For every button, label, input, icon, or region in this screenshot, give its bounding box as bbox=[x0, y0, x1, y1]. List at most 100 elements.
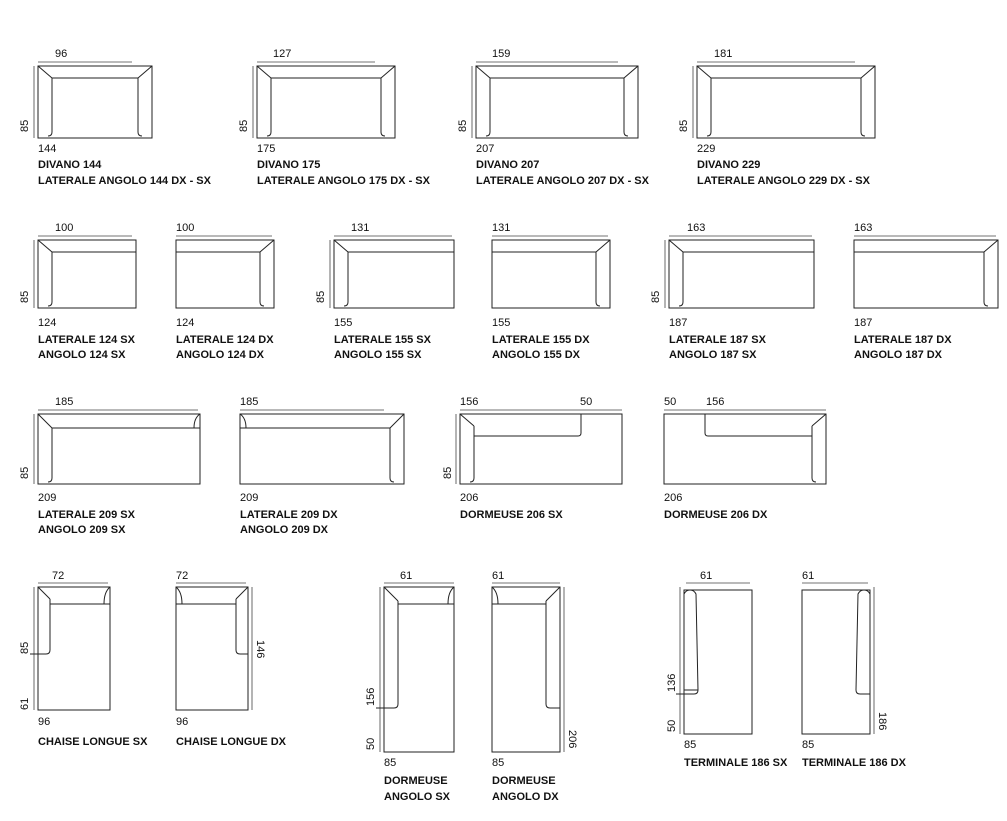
dim-left: 156 bbox=[365, 688, 377, 706]
dim-top: 72 bbox=[52, 570, 64, 582]
module-label: LATERALE 155 SX bbox=[334, 334, 432, 346]
dim-top: 156 bbox=[460, 396, 478, 408]
module-label: DORMEUSE bbox=[492, 775, 556, 787]
dim-bottom: 206 bbox=[460, 492, 478, 504]
dim-bottom: 96 bbox=[38, 716, 50, 728]
dim-bottom: 155 bbox=[334, 317, 352, 329]
dim-top: 131 bbox=[351, 222, 369, 234]
module-laterale-124-dx: 100 124 LATERALE 124 DX ANGOLO 124 DX bbox=[175, 222, 275, 361]
module-label: ANGOLO 187 DX bbox=[854, 349, 943, 361]
module-label: ANGOLO 209 SX bbox=[38, 524, 126, 536]
module-label: DORMEUSE 206 SX bbox=[460, 509, 563, 521]
module-label: DORMEUSE bbox=[384, 775, 448, 787]
module-label: LATERALE 187 DX bbox=[854, 334, 952, 346]
dim-left-secondary: 50 bbox=[666, 720, 678, 732]
module-label: CHAISE LONGUE DX bbox=[176, 736, 287, 748]
dim-bottom: 85 bbox=[684, 739, 696, 751]
module-divano-175: 127 85 175 DIVANO 175 LATERALE ANGOLO 17… bbox=[238, 48, 431, 187]
dim-bottom: 229 bbox=[697, 143, 715, 155]
module-label: DIVANO 229 bbox=[697, 159, 760, 171]
dim-left: 85 bbox=[238, 120, 250, 132]
module-label: ANGOLO 187 SX bbox=[669, 349, 757, 361]
dim-right: 186 bbox=[876, 712, 888, 730]
module-label: LATERALE 209 SX bbox=[38, 509, 136, 521]
dim-left: 85 bbox=[650, 291, 662, 303]
module-dormeuse-206-sx: 156 50 85 206 DORMEUSE 206 SX bbox=[442, 396, 623, 521]
module-divano-207: 159 85 207 DIVANO 207 LATERALE ANGOLO 20… bbox=[457, 48, 650, 187]
dim-bottom: 207 bbox=[476, 143, 494, 155]
dim-left: 85 bbox=[19, 120, 31, 132]
module-label: CHAISE LONGUE SX bbox=[38, 736, 148, 748]
dim-left: 85 bbox=[19, 467, 31, 479]
dim-bottom: 187 bbox=[854, 317, 872, 329]
module-label: ANGOLO 124 DX bbox=[176, 349, 265, 361]
dim-left-secondary: 61 bbox=[19, 698, 31, 710]
module-dormeuse-206-dx: 50 156 206 DORMEUSE 206 DX bbox=[663, 396, 827, 521]
module-laterale-209-dx: 185 209 LATERALE 209 DX ANGOLO 209 DX bbox=[239, 396, 405, 536]
dim-left: 85 bbox=[442, 467, 454, 479]
dim-left-secondary: 50 bbox=[365, 738, 377, 750]
module-label: LATERALE ANGOLO 229 DX - SX bbox=[697, 175, 871, 187]
module-label: DIVANO 175 bbox=[257, 159, 320, 171]
dim-bottom: 96 bbox=[176, 716, 188, 728]
dim-top: 185 bbox=[55, 396, 73, 408]
dim-bottom: 124 bbox=[38, 317, 56, 329]
module-dormeuse-angolo-dx: 61 206 85 DORMEUSE ANGOLO DX bbox=[491, 570, 578, 803]
module-laterale-187-sx: 163 85 187 LATERALE 187 SX ANGOLO 187 SX bbox=[650, 222, 815, 361]
dim-top-secondary: 50 bbox=[580, 396, 592, 408]
module-label: LATERALE ANGOLO 144 DX - SX bbox=[38, 175, 212, 187]
dim-bottom: 85 bbox=[802, 739, 814, 751]
dim-top: 61 bbox=[400, 570, 412, 582]
dim-top: 127 bbox=[273, 48, 291, 60]
dim-top: 96 bbox=[55, 48, 67, 60]
module-label: LATERALE 124 DX bbox=[176, 334, 274, 346]
module-chaise-sx: 72 85 61 96 CHAISE LONGUE SX bbox=[19, 570, 148, 748]
dim-bottom: 209 bbox=[38, 492, 56, 504]
dim-bottom: 175 bbox=[257, 143, 275, 155]
dim-top-secondary: 156 bbox=[706, 396, 724, 408]
dim-top: 72 bbox=[176, 570, 188, 582]
module-label: LATERALE 209 DX bbox=[240, 509, 338, 521]
module-terminale-186-dx: 61 186 85 TERMINALE 186 DX bbox=[801, 570, 907, 769]
module-laterale-209-sx: 185 85 209 LATERALE 209 SX ANGOLO 209 SX bbox=[19, 396, 201, 536]
dim-bottom: 155 bbox=[492, 317, 510, 329]
module-label: ANGOLO 124 SX bbox=[38, 349, 126, 361]
dim-top: 185 bbox=[240, 396, 258, 408]
module-label: TERMINALE 186 DX bbox=[802, 757, 907, 769]
dim-left: 85 bbox=[678, 120, 690, 132]
module-label: TERMINALE 186 SX bbox=[684, 757, 788, 769]
dim-left: 85 bbox=[457, 120, 469, 132]
dim-top: 50 bbox=[664, 396, 676, 408]
dim-top: 163 bbox=[854, 222, 872, 234]
dim-bottom: 85 bbox=[492, 757, 504, 769]
module-label: ANGOLO 209 DX bbox=[240, 524, 329, 536]
module-divano-229: 181 85 229 DIVANO 229 LATERALE ANGOLO 22… bbox=[678, 48, 876, 187]
module-label: DIVANO 207 bbox=[476, 159, 539, 171]
dim-bottom: 187 bbox=[669, 317, 687, 329]
dim-top: 163 bbox=[687, 222, 705, 234]
module-label: ANGOLO SX bbox=[384, 791, 451, 803]
dim-bottom: 144 bbox=[38, 143, 56, 155]
module-label: ANGOLO 155 SX bbox=[334, 349, 422, 361]
dim-right: 206 bbox=[566, 730, 578, 748]
module-label: LATERALE 187 SX bbox=[669, 334, 767, 346]
module-label: ANGOLO 155 DX bbox=[492, 349, 581, 361]
module-laterale-187-dx: 163 187 LATERALE 187 DX ANGOLO 187 DX bbox=[853, 222, 999, 361]
module-laterale-155-sx: 131 85 155 LATERALE 155 SX ANGOLO 155 SX bbox=[315, 222, 455, 361]
dim-left: 85 bbox=[19, 291, 31, 303]
dim-top: 61 bbox=[802, 570, 814, 582]
dim-bottom: 124 bbox=[176, 317, 194, 329]
module-label: LATERALE ANGOLO 175 DX - SX bbox=[257, 175, 431, 187]
module-terminale-186-sx: 61 136 50 85 TERMINALE 186 SX bbox=[666, 570, 788, 769]
dim-top: 100 bbox=[55, 222, 73, 234]
dim-top: 131 bbox=[492, 222, 510, 234]
dim-top: 100 bbox=[176, 222, 194, 234]
dim-top: 181 bbox=[714, 48, 732, 60]
module-label: DIVANO 144 bbox=[38, 159, 102, 171]
module-laterale-155-dx: 131 155 LATERALE 155 DX ANGOLO 155 DX bbox=[491, 222, 611, 361]
module-chaise-dx: 72 146 96 CHAISE LONGUE DX bbox=[175, 570, 287, 748]
dim-left: 85 bbox=[19, 642, 31, 654]
dim-top: 159 bbox=[492, 48, 510, 60]
dim-bottom: 85 bbox=[384, 757, 396, 769]
